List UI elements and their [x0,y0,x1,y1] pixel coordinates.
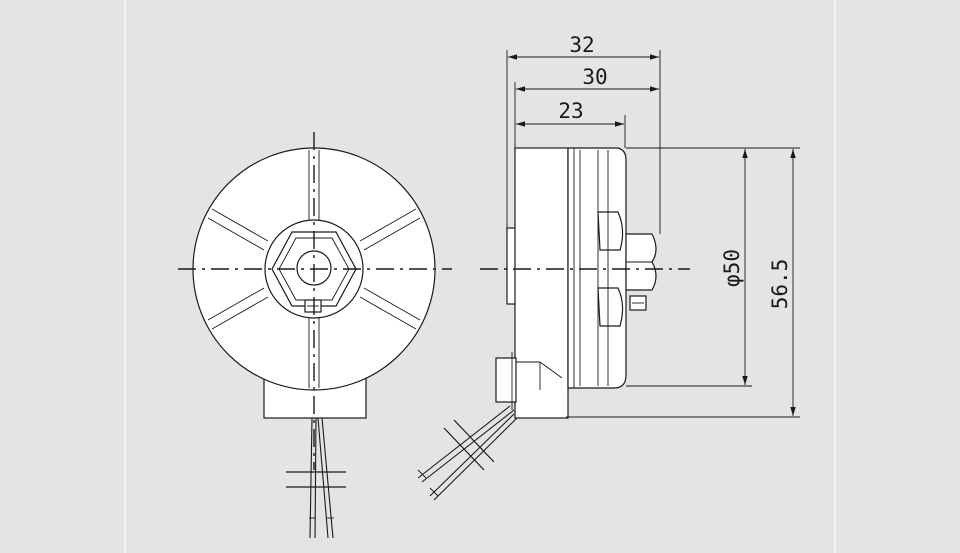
dim-height-label: 56.5 [768,259,792,310]
fan-spokes [207,150,421,388]
rotor-detail-lines [573,148,609,388]
dimensions: 32 30 23 φ50 56.5 [506,33,800,418]
background-grid [124,0,836,553]
side-view [417,147,690,501]
side-lead-wires [417,405,518,501]
dim-32-label: 32 [569,33,594,57]
dim-23-label: 23 [558,99,583,123]
dim-30-label: 30 [582,65,607,89]
rotor-disc [567,147,627,389]
motor-housing [514,147,569,419]
front-view [178,132,452,539]
cable-gland [495,357,517,403]
front-lead-wires [286,417,346,539]
dim-diameter-label: φ50 [720,249,744,287]
blade-profiles [597,211,624,327]
